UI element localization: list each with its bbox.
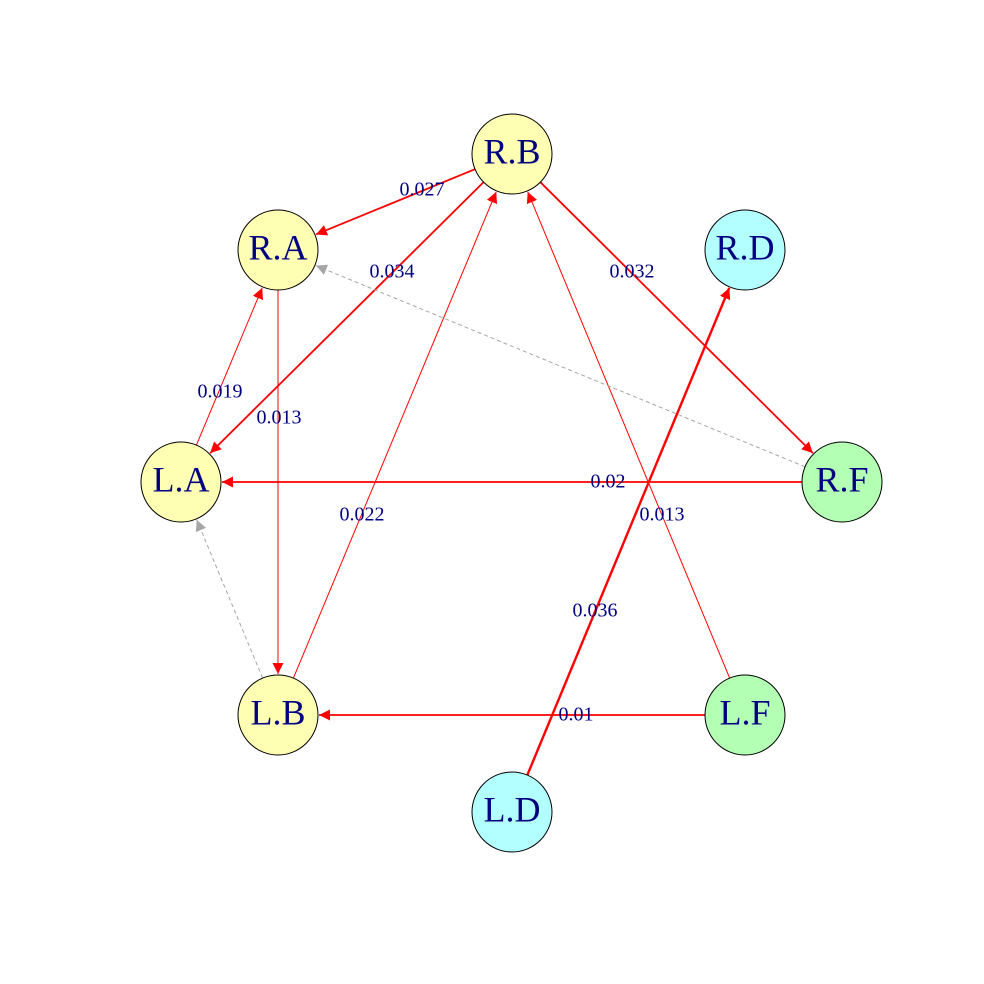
edge-lb-la <box>195 519 264 679</box>
edge-rb-la <box>209 181 485 454</box>
node-rd[interactable]: R.D <box>704 209 786 291</box>
node-ra[interactable]: R.A <box>237 209 319 291</box>
node-label: L.B <box>250 692 305 732</box>
edge-label-rb-rf: 0.032 <box>610 261 655 283</box>
edge-label-rb-ra: 0.027 <box>400 179 445 201</box>
node-label: R.B <box>483 131 540 171</box>
node-circle <box>704 674 786 756</box>
edge-label-la-ra: 0.019 <box>198 381 243 403</box>
node-label: R.F <box>815 459 868 499</box>
edge-label-ld-rd: 0.036 <box>573 600 618 622</box>
node-circle <box>471 771 553 853</box>
node-rf[interactable]: R.F <box>801 441 883 523</box>
node-lb[interactable]: L.B <box>237 674 319 756</box>
edge-label-lf-rb: 0.013 <box>640 504 685 526</box>
node-circle <box>704 209 786 291</box>
edge-label-rf-la: 0.02 <box>591 471 626 493</box>
node-circle <box>237 674 319 756</box>
edge-rb-rf <box>539 181 814 454</box>
edges-layer <box>195 168 814 776</box>
node-circle <box>471 113 553 195</box>
node-label: R.A <box>248 227 307 267</box>
edge-lf-rb <box>526 191 731 679</box>
node-label: L.A <box>153 459 210 499</box>
edge-label-lf-lb: 0.01 <box>559 704 594 726</box>
edge-rb-ra <box>315 168 476 236</box>
node-circle <box>140 441 222 523</box>
edge-ld-rd <box>526 287 731 776</box>
node-la[interactable]: L.A <box>140 441 222 523</box>
edge-labels-layer: 0.027 0.034 0.032 0.019 0.013 0.022 0.02 0.013 0… <box>198 179 685 726</box>
edge-label-lb-rb: 0.022 <box>340 504 385 526</box>
node-label: L.F <box>719 692 770 732</box>
edge-label-rb-la: 0.034 <box>370 261 415 283</box>
edge-rf-ra <box>315 264 806 468</box>
edge-label-ra-lb: 0.013 <box>257 407 302 429</box>
node-label: L.D <box>484 789 541 829</box>
node-label: R.D <box>715 227 774 267</box>
edge-la-ra <box>195 287 264 446</box>
node-rb[interactable]: R.B <box>471 113 553 195</box>
nodes-layer: R.B R.A R.D L.A R.F L.B L.F L.D <box>140 113 883 853</box>
node-circle <box>237 209 319 291</box>
node-circle <box>801 441 883 523</box>
node-lf[interactable]: L.F <box>704 674 786 756</box>
node-ld[interactable]: L.D <box>471 771 553 853</box>
edge-lb-rb <box>292 191 498 679</box>
